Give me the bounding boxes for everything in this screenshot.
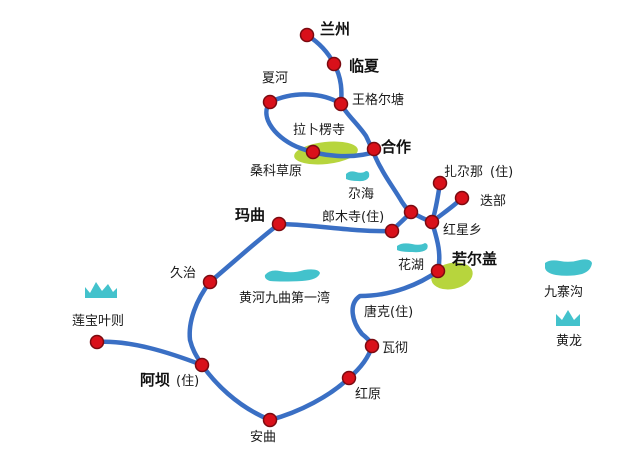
label-maqu: 玛曲: [235, 206, 265, 224]
huanghe-lake-icon: [264, 269, 320, 282]
station-diebu[interactable]: [454, 190, 470, 206]
route-lianbao-aba: [94, 339, 205, 368]
label-wangge: 王格尔塘: [352, 92, 404, 108]
station-ruoergai[interactable]: [430, 263, 446, 279]
label-ruoergai: 若尔盖: [451, 250, 497, 268]
route-wache-hongyuan: [199, 362, 352, 423]
label-labuleng: 拉卜楞寺: [293, 123, 345, 138]
station-tangke[interactable]: [364, 338, 380, 354]
jiuzhaigou-lake-icon: [545, 259, 592, 276]
station-jiuzhi[interactable]: [202, 274, 218, 290]
label-jiuzhi: 久治: [170, 266, 196, 281]
label-linxia: 临夏: [349, 57, 380, 75]
label-wache: 瓦彻: [382, 341, 408, 356]
label-huanglong: 黄龙: [556, 334, 582, 349]
label-hongxing: 红星乡: [443, 222, 482, 238]
label-abazhu: (住): [176, 374, 199, 389]
route-loop-xiahe: [264, 92, 381, 159]
label-hezuo: 合作: [380, 138, 411, 156]
label-sangke: 桑科草原: [250, 164, 302, 179]
station-hezuo[interactable]: [366, 141, 382, 157]
station-langmu-junction[interactable]: [403, 204, 419, 220]
label-zhananame: 扎尕那: [444, 165, 483, 180]
label-diebu: 迭部: [480, 194, 506, 209]
label-aba: 阿坝: [140, 371, 170, 389]
station-lanzhou[interactable]: [299, 27, 315, 43]
label-xiahe: 夏河: [262, 71, 288, 86]
label-hongyuan: 红原: [355, 386, 381, 402]
station-aba[interactable]: [194, 357, 210, 373]
station-langmu[interactable]: [384, 223, 400, 239]
station-zhananame[interactable]: [432, 175, 448, 191]
huahu-lake-icon: [397, 243, 428, 253]
route-jiuzhi-aba: [187, 279, 213, 368]
label-huahu: 花湖: [398, 257, 424, 273]
label-anqu: 安曲: [250, 430, 276, 445]
label-huanghe: 黄河九曲第一湾: [239, 290, 330, 306]
label-duohai: 尕海: [348, 187, 374, 202]
label-tangke: 唐克(住): [364, 304, 413, 320]
station-hongxing[interactable]: [424, 214, 440, 230]
label-lanzhou: 兰州: [320, 20, 350, 38]
route-hongxing-ruoergai: [429, 219, 442, 274]
lianbao-mountain-icon: [85, 282, 117, 298]
label-lianbao: 莲宝叶则: [72, 314, 124, 329]
station-labuleng[interactable]: [305, 144, 321, 160]
label-langmu: 郎木寺(住): [322, 210, 384, 225]
route-maqu-jiuzhi: [207, 221, 282, 285]
station-maqu[interactable]: [271, 216, 287, 232]
stations: [89, 27, 470, 428]
station-linxia[interactable]: [326, 56, 342, 72]
station-wangge[interactable]: [333, 96, 349, 112]
station-lianbao[interactable]: [89, 334, 105, 350]
duohai-lake-icon: [346, 171, 370, 182]
labels: 兰州 临夏 夏河 王格尔塘 拉卜楞寺 合作 桑科草原 扎尕那 (住) 迭部 尕海…: [72, 20, 583, 445]
route-maqu-langmu: [276, 221, 395, 234]
station-xiahe[interactable]: [262, 94, 278, 110]
station-anqu[interactable]: [262, 412, 278, 428]
huanglong-mountain-icon: [556, 310, 580, 326]
label-jiuzhaigou: 九寨沟: [544, 284, 583, 300]
station-hongyuan[interactable]: [341, 370, 357, 386]
label-zhanazhu: (住): [490, 165, 513, 180]
